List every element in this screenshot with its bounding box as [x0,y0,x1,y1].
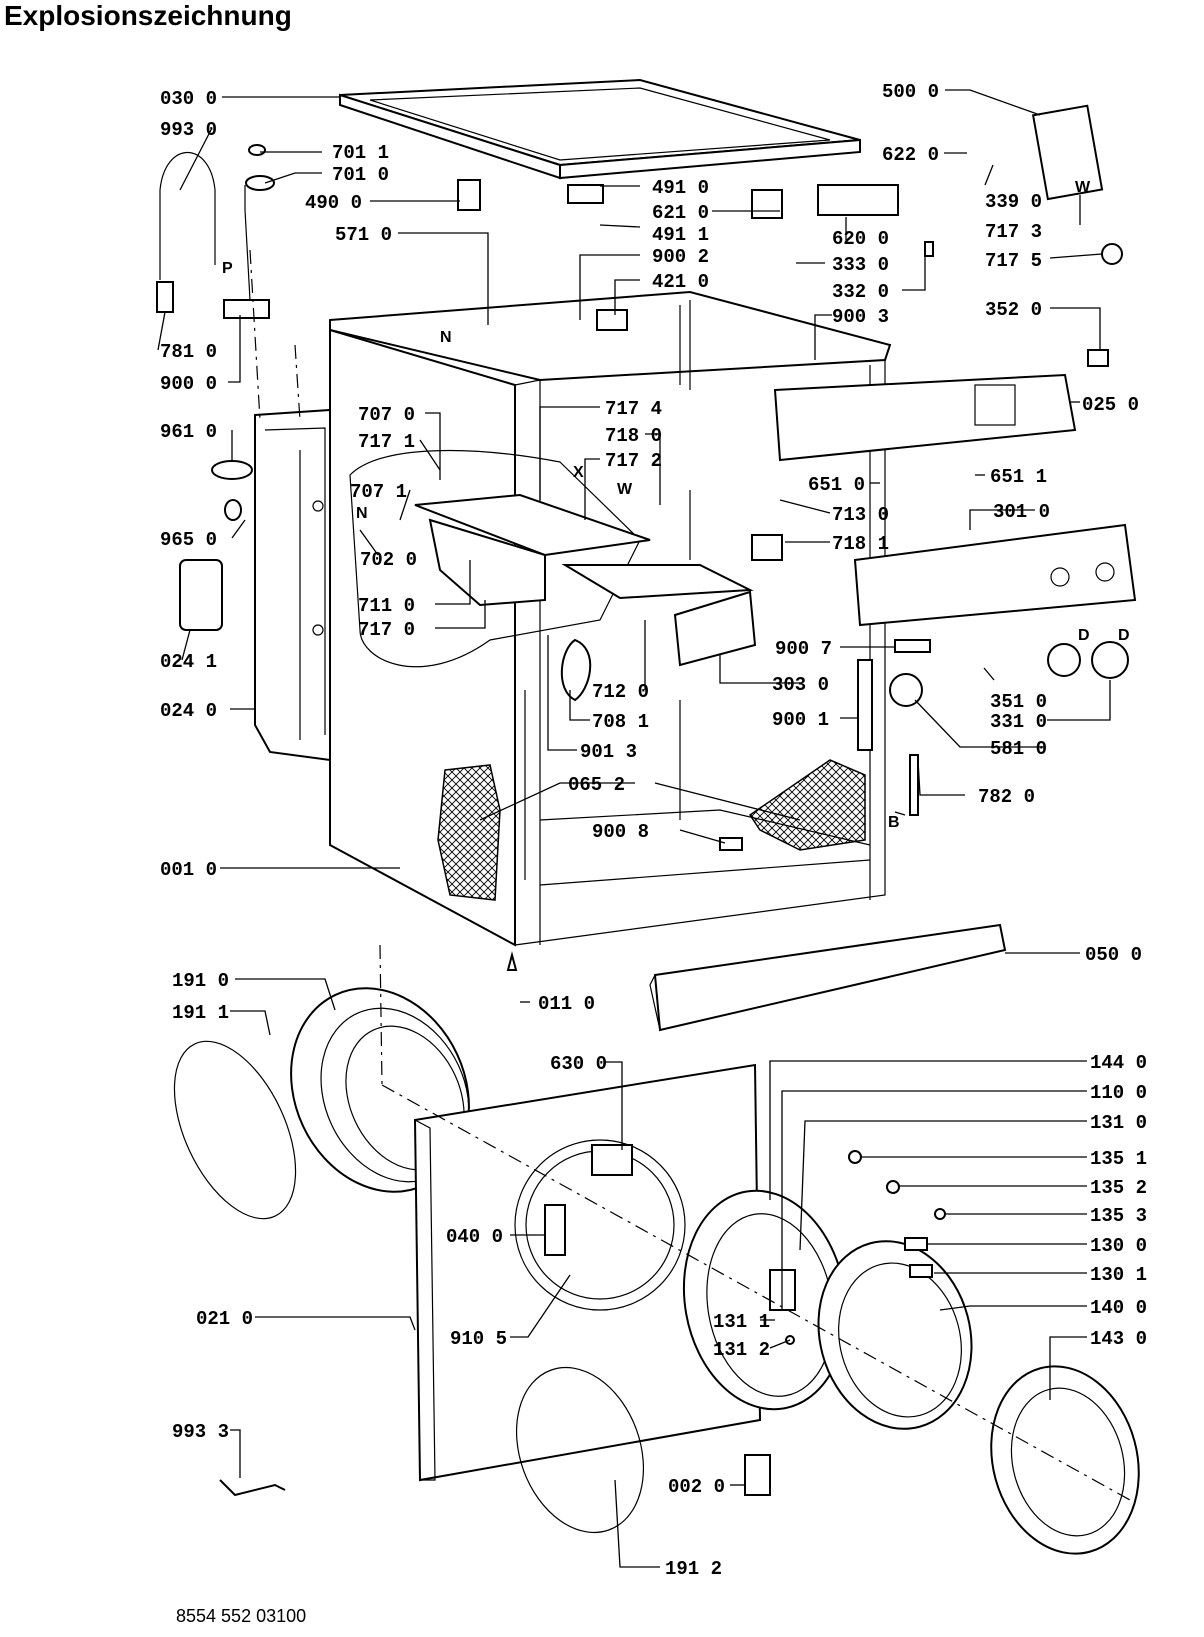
part-label: 030 0 [160,88,217,110]
part-label: 712 0 [592,681,649,703]
part-label: 651 0 [808,474,865,496]
part-labels: 030 0 993 0 701 1 701 0 490 0 571 0 491 … [160,81,1147,1580]
part-label: 910 5 [450,1328,507,1350]
part-label: 707 1 [350,481,407,503]
part-label: 331 0 [990,711,1047,733]
part-label: 135 1 [1090,1148,1147,1170]
part-label: 040 0 [446,1226,503,1248]
part-label: 993 3 [172,1421,229,1443]
part-label: 620 0 [832,228,889,250]
part-label: 001 0 [160,859,217,881]
callout-letter: P [222,260,233,277]
part-label: 707 0 [358,404,415,426]
part-label: 421 0 [652,271,709,293]
part-label: 718 1 [832,533,889,555]
callout-letter: W [617,481,633,498]
part-label: 717 3 [985,221,1042,243]
part-label: 713 0 [832,504,889,526]
part-label: 333 0 [832,254,889,276]
part-label: 339 0 [985,191,1042,213]
part-label: 131 2 [713,1339,770,1361]
part-label: 332 0 [832,281,889,303]
callout-letter: W [1075,179,1091,196]
part-label: 622 0 [882,144,939,166]
part-label: 131 1 [713,1311,770,1333]
part-label: 701 1 [332,142,389,164]
part-label: 110 0 [1090,1082,1147,1104]
callout-letter: X [573,464,584,481]
part-label: 701 0 [332,164,389,186]
part-label: 065 2 [568,774,625,796]
part-label: 708 1 [592,711,649,733]
part-label: 993 0 [160,119,217,141]
part-label: 621 0 [652,202,709,224]
callout-letter: D [1078,627,1090,644]
part-label: 352 0 [985,299,1042,321]
part-label: 191 0 [172,970,229,992]
part-label: 717 0 [358,619,415,641]
part-label: 135 3 [1090,1205,1147,1227]
part-label: 143 0 [1090,1328,1147,1350]
part-label: 131 0 [1090,1112,1147,1134]
part-label: 303 0 [772,674,829,696]
callout-letter: D [1118,627,1130,644]
part-label: 581 0 [990,738,1047,760]
part-label: 901 3 [580,741,637,763]
callout-letter: N [356,505,368,522]
part-label: 002 0 [668,1476,725,1498]
part-label: 717 1 [358,431,415,453]
part-label: 490 0 [305,192,362,214]
part-label: 900 0 [160,373,217,395]
document-number: 8554 552 03100 [176,1606,307,1626]
part-label: 024 1 [160,651,217,673]
part-label: 491 1 [652,224,709,246]
part-label: 900 3 [832,306,889,328]
part-label: 781 0 [160,341,217,363]
part-label: 301 0 [993,501,1050,523]
part-label: 130 1 [1090,1264,1147,1286]
part-label: 900 7 [775,638,832,660]
part-label: 050 0 [1085,944,1142,966]
callout-letter: B [888,814,900,831]
part-label: 630 0 [550,1053,607,1075]
part-label: 571 0 [335,224,392,246]
part-label: 717 2 [605,450,662,472]
part-label: 191 1 [172,1002,229,1024]
part-label: 900 1 [772,709,829,731]
part-label: 711 0 [358,595,415,617]
part-label: 191 2 [665,1558,722,1580]
part-label: 025 0 [1082,394,1139,416]
part-label: 718 0 [605,425,662,447]
part-label: 965 0 [160,529,217,551]
part-drawings [156,78,1140,1555]
part-label: 021 0 [196,1308,253,1330]
leader-lines [157,89,1111,1568]
part-label: 717 5 [985,250,1042,272]
part-label: 491 0 [652,177,709,199]
part-label: 140 0 [1090,1297,1147,1319]
part-label: 900 8 [592,821,649,843]
part-label: 900 2 [652,246,709,268]
part-label: 144 0 [1090,1052,1147,1074]
page-title: Explosionszeichnung [4,0,292,31]
part-label: 782 0 [978,786,1035,808]
part-label: 130 0 [1090,1235,1147,1257]
callout-letter: N [440,329,452,346]
part-label: 961 0 [160,421,217,443]
part-label: 500 0 [882,81,939,103]
callout-letters: P N X W W N D D B [222,179,1130,831]
part-label: 651 1 [990,466,1047,488]
part-label: 135 2 [1090,1177,1147,1199]
part-label: 702 0 [360,549,417,571]
part-label: 024 0 [160,700,217,722]
part-label: 717 4 [605,398,662,420]
part-label: 011 0 [538,993,595,1015]
part-label: 351 0 [990,691,1047,713]
